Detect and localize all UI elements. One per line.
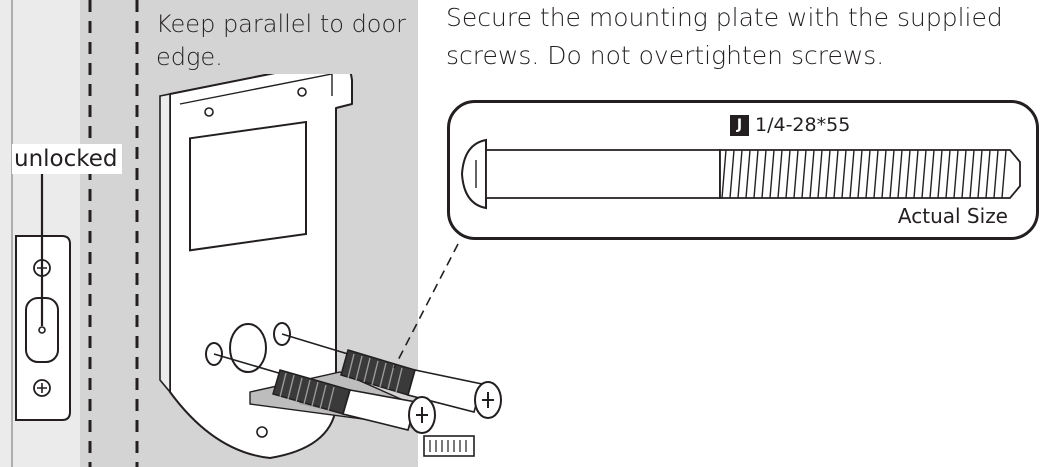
- screw-letter-badge: J: [730, 114, 749, 136]
- screw-callout-box: [447, 100, 1039, 240]
- screw-upper: [281, 333, 502, 419]
- screw-lower: [213, 353, 436, 434]
- screw-spec-text: 1/4-28*55: [755, 114, 851, 136]
- actual-size-screw: [460, 138, 1021, 210]
- latch-state-label: unlocked: [12, 144, 122, 174]
- callout-leader-line: [393, 243, 459, 369]
- parallel-note: Keep parallel to door edge.: [156, 8, 418, 74]
- screw-spec-label: J 1/4-28*55: [730, 114, 850, 136]
- instruction-text: Secure the mounting plate with the suppl…: [446, 3, 1003, 70]
- actual-size-note: Actual Size: [897, 204, 1008, 228]
